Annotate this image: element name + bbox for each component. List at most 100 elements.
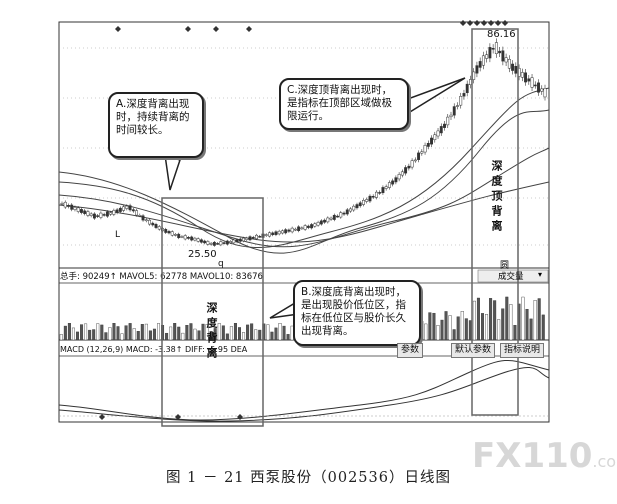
candle-body: [394, 177, 398, 183]
candle-body: [271, 232, 275, 236]
candle-body: [378, 192, 382, 194]
q-marker: q: [218, 259, 224, 269]
volume-bar: [541, 314, 545, 341]
volume-bar: [189, 323, 193, 341]
candle-body: [374, 191, 378, 198]
ma-line-2: [58, 109, 550, 254]
low-price-label: 25.50: [188, 249, 217, 260]
candle-body: [498, 50, 502, 54]
volume-bar: [80, 324, 84, 341]
volume-bar: [128, 323, 132, 341]
candle-body: [180, 236, 184, 238]
candle-body: [206, 241, 210, 245]
candle-body: [329, 217, 333, 220]
candle-body: [63, 201, 67, 208]
candle-body: [60, 203, 64, 205]
candle-body: [70, 204, 74, 210]
volume-bar: [521, 296, 525, 341]
callout-a: A.深度背离出现时，持续背离的时间较长。: [108, 92, 204, 158]
volume-dropdown-text[interactable]: 成交量: [498, 272, 524, 282]
volume-bar: [428, 312, 432, 341]
volume-bar: [120, 333, 124, 341]
candle-body: [485, 54, 489, 59]
candle-body: [306, 225, 310, 228]
volume-bar: [67, 323, 71, 341]
candle-body: [410, 160, 414, 168]
volume-bar: [140, 324, 144, 341]
volume-bar: [505, 296, 509, 341]
candle-body: [157, 226, 161, 230]
volume-dropdown[interactable]: [477, 269, 549, 283]
candle-body: [527, 78, 531, 82]
volume-bar: [501, 308, 505, 341]
candle-body: [533, 84, 537, 87]
candle-body: [404, 167, 408, 174]
candle-body: [190, 236, 194, 241]
params-button[interactable]: 参数: [397, 343, 424, 358]
candle-body: [371, 196, 375, 198]
candle-body: [336, 215, 339, 218]
bottom-divergence-box: [161, 197, 264, 427]
volume-bar: [96, 323, 100, 341]
candle-body: [488, 47, 492, 59]
volume-bar: [165, 332, 169, 341]
candle-body: [339, 212, 343, 218]
candle-body: [219, 241, 223, 246]
candle-body: [436, 130, 440, 137]
candle-body: [99, 212, 103, 218]
candle-body: [177, 233, 181, 239]
candle-body: [196, 238, 200, 242]
candle-body: [89, 213, 93, 216]
candle-body: [391, 180, 395, 185]
top-divergence-label: 深度顶背离: [490, 160, 503, 235]
candle-body: [118, 207, 122, 212]
candle-body: [258, 236, 262, 238]
candle-body: [332, 214, 336, 220]
candle-body: [225, 240, 229, 245]
candle-body: [313, 223, 317, 227]
candle-body: [349, 208, 352, 212]
volume-bar: [493, 300, 497, 341]
candle-body: [543, 88, 547, 98]
candle-body: [365, 199, 369, 202]
candle-body: [264, 234, 268, 236]
candle-body: [141, 215, 145, 221]
volume-bar: [181, 332, 185, 341]
candle-body: [138, 215, 142, 217]
candle-body: [530, 77, 534, 88]
indicator-help-button[interactable]: 指标说明: [500, 343, 545, 358]
volume-bar: [63, 325, 67, 341]
candle-body: [475, 65, 479, 74]
candle-body: [478, 61, 482, 68]
volume-bar: [529, 318, 533, 341]
candle-body: [293, 228, 297, 231]
volume-bar: [104, 332, 108, 341]
candle-body: [251, 236, 255, 239]
default-params-button[interactable]: 默认参数: [451, 343, 496, 358]
candle-body: [274, 231, 278, 235]
candle-body: [203, 240, 207, 244]
watermark: FX110.com: [472, 436, 617, 476]
volume-bar: [152, 328, 156, 341]
volume-bar: [92, 329, 96, 341]
candle-body: [86, 211, 90, 216]
candle-body: [446, 116, 450, 126]
volume-bar: [485, 314, 489, 341]
volume-bar: [472, 300, 476, 341]
candle-body: [443, 123, 446, 128]
volume-bar: [193, 328, 197, 341]
candle-body: [430, 137, 433, 145]
figure-caption: 图 1 － 21 西泵股份（002536）日线图: [166, 470, 451, 486]
volume-bar: [156, 323, 160, 341]
candle-body: [310, 224, 314, 229]
volume-bar: [489, 298, 493, 341]
candle-body: [494, 42, 498, 54]
volume-bar: [444, 311, 448, 341]
candle-body: [67, 205, 70, 207]
candle-body: [222, 242, 226, 244]
macd-lines: [58, 360, 550, 422]
candle-body: [122, 206, 126, 211]
candle-body: [413, 159, 417, 162]
volume-bar: [525, 308, 529, 341]
candle-body: [284, 229, 288, 234]
